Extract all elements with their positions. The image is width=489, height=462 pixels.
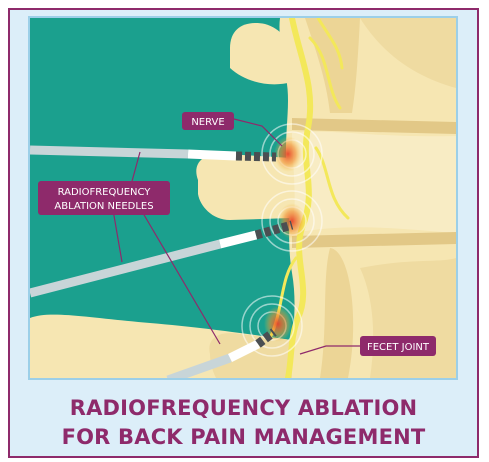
title-line-1: RADIOFREQUENCY ABLATION [8,396,479,420]
nerve-label: NERVE [182,112,234,130]
nerve-label-text: NERVE [191,117,224,128]
joint-label: FECET JOINT [360,336,436,356]
title-line-2: FOR BACK PAIN MANAGEMENT [8,425,479,449]
illustration-panel: NERVE RADIOFREQUENCY ABLATION NEEDLES FE… [28,16,458,380]
joint-label-text: FECET JOINT [367,342,430,353]
needles-label-text-1: RADIOFREQUENCY [58,187,152,198]
spine-diagram: NERVE RADIOFREQUENCY ABLATION NEEDLES FE… [30,18,456,378]
needles-label: RADIOFREQUENCY ABLATION NEEDLES [38,181,170,215]
needles-label-text-2: ABLATION NEEDLES [54,201,153,212]
